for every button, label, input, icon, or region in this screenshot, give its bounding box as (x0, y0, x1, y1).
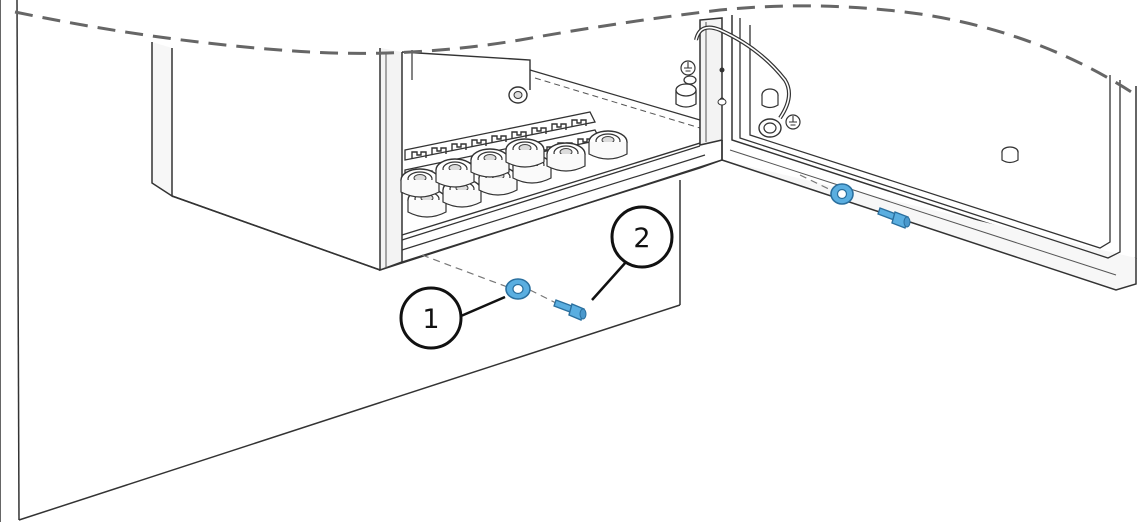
cutaway-line (14, 4, 1137, 97)
ground-connections (675, 25, 801, 138)
callout-1-label: 1 (422, 304, 439, 335)
enclosure-door (719, 15, 1137, 291)
ground-symbol-icon (680, 60, 696, 76)
ground-symbol-icon (785, 114, 801, 130)
callout-2: 2 (591, 205, 674, 301)
enclosure-body (151, 17, 723, 272)
bolt-icon (877, 207, 911, 229)
callout-1: 1 (399, 286, 506, 350)
callout-2-label: 2 (633, 223, 650, 254)
washer-icon (505, 278, 531, 300)
bolt-icon (553, 299, 587, 321)
mounting-wall (0, 0, 681, 522)
washer-icon (830, 183, 854, 205)
